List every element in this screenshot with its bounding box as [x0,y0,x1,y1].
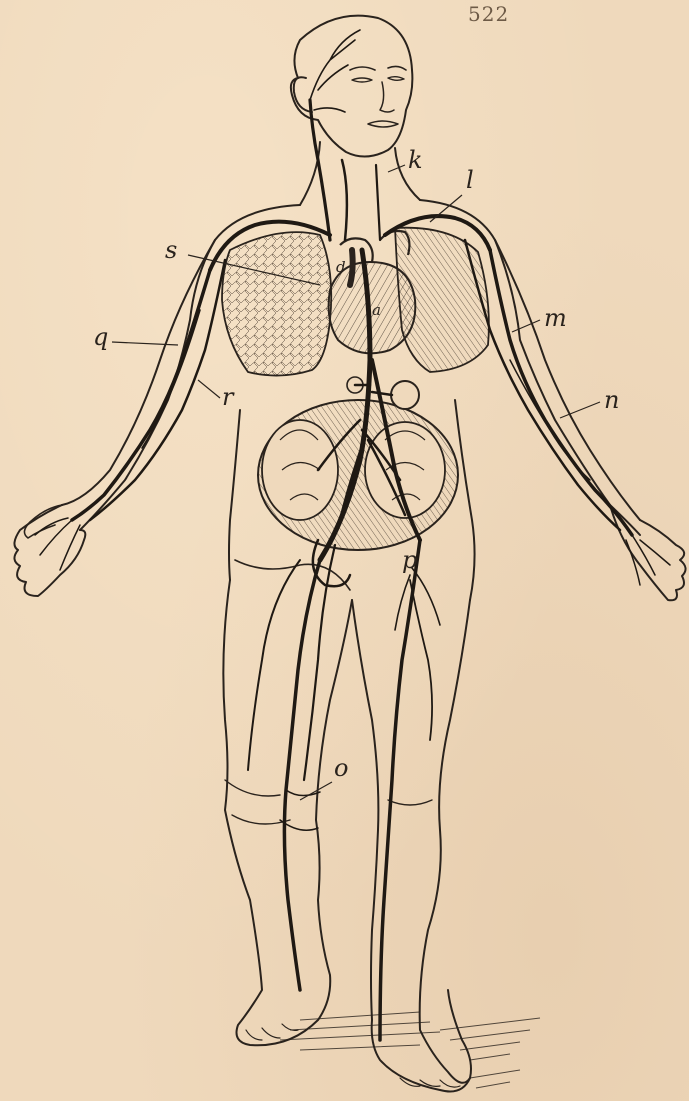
right-hand-vessels [626,535,670,585]
right-arm-outer [495,240,640,520]
body-outline [14,16,685,1092]
label-o: o [334,754,348,782]
label-m: m [544,304,567,332]
right-lung [222,232,331,375]
label-d: d [336,258,346,276]
left-knee [225,780,290,824]
right-femoral-2 [410,580,432,740]
eyebrows [350,66,406,70]
label-q: q [93,323,108,351]
neck [300,142,420,205]
waist-right [455,400,475,600]
kidney-right [391,381,419,409]
right-branches [395,568,440,630]
label-n: n [604,386,619,414]
waist-left [229,410,240,580]
right-knee [388,800,432,805]
head-outline [291,16,413,157]
nose [380,82,394,112]
label-k: k [408,146,423,174]
mouth [368,121,398,127]
carotid-left [310,100,330,240]
carotid-right [342,160,347,240]
ground-shadow [280,1012,540,1088]
left-arm-outer [62,240,215,505]
label-p: p [402,546,417,574]
label-a: a [372,301,381,319]
label-l: l [466,166,474,194]
eyes [352,77,404,82]
left-toes [246,1024,298,1040]
right-femoral [380,540,420,1040]
jugular [376,165,380,240]
right-leg-inner [352,600,470,1092]
left-femoral [284,560,320,990]
temporal-vessels [310,30,360,112]
right-leg-outer [420,600,471,1083]
label-r: r [222,383,235,411]
label-s: s [165,236,177,264]
left-leg-outer [223,580,352,1045]
left-arm-vessel-2 [90,260,225,520]
